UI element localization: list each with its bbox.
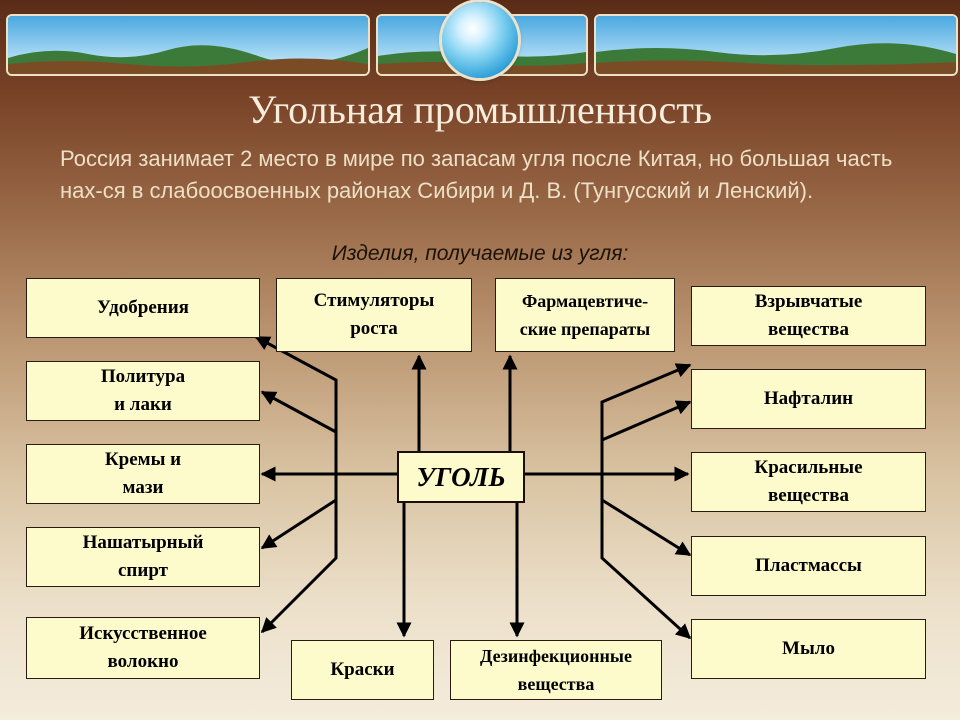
product-explosives: Взрывчатые вещества bbox=[691, 286, 926, 346]
product-growth-stimulants: Стимуляторы роста bbox=[276, 278, 472, 352]
globe-orb-icon bbox=[442, 2, 518, 78]
intro-text: Россия занимает 2 место в мире по запаса… bbox=[60, 146, 893, 203]
product-naphthalene: Нафталин bbox=[691, 369, 926, 429]
product-fertilizers: Удобрения bbox=[26, 278, 260, 338]
product-pharmaceuticals: Фармацевтиче- ские препараты bbox=[495, 278, 675, 352]
landscape-banner-right bbox=[594, 14, 958, 76]
slide-title: Угольная промышленность bbox=[247, 87, 713, 132]
product-paints: Краски bbox=[291, 640, 434, 700]
product-artificial-fiber: Искусственное волокно bbox=[26, 617, 260, 679]
products-subheading: Изделия, получаемые из угля: bbox=[331, 242, 629, 265]
product-soap: Мыло bbox=[691, 619, 926, 679]
product-polish-varnishes: Политура и лаки bbox=[26, 361, 260, 421]
product-creams-ointments: Кремы и мази bbox=[26, 444, 260, 504]
landscape-banner-left bbox=[6, 14, 370, 76]
product-dyes: Красильные вещества bbox=[691, 452, 926, 512]
product-plastics: Пластмассы bbox=[691, 536, 926, 596]
coal-center-node: УГОЛЬ bbox=[397, 451, 525, 503]
product-ammonia-spirit: Нашатырный спирт bbox=[26, 527, 260, 587]
product-disinfectants: Дезинфекционные вещества bbox=[450, 640, 662, 700]
